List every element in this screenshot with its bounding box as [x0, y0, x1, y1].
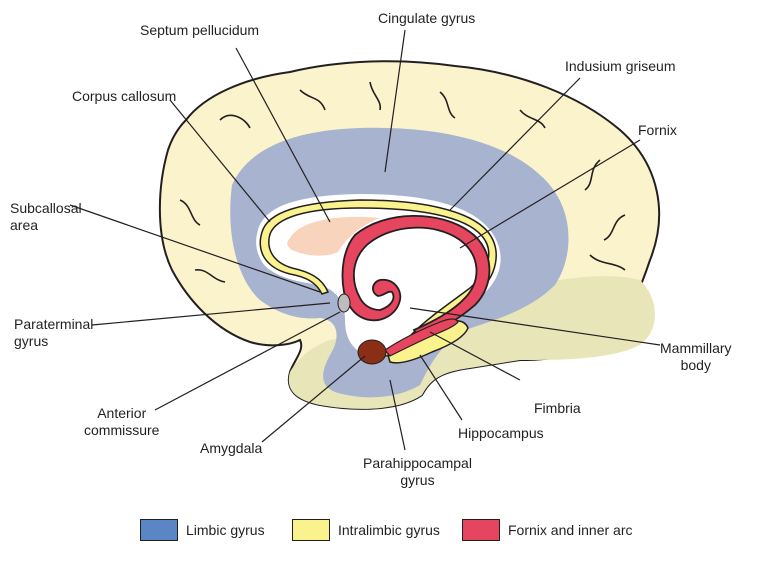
- legend-label-fornix: Fornix and inner arc: [508, 522, 633, 538]
- label-corpus-callosum: Corpus callosum: [72, 88, 177, 104]
- label-paraterminal-gyrus: Paraterminal gyrus: [14, 316, 93, 350]
- label-parahippocampal-line1: Parahippocampal: [363, 455, 472, 471]
- label-fornix: Fornix: [638, 122, 677, 138]
- label-mammillary-line1: Mammillary: [660, 340, 732, 356]
- septum-pellucidum: [287, 216, 380, 256]
- legend-swatch-intralimbic: [292, 519, 330, 541]
- label-parahippocampal-gyrus: Parahippocampal gyrus: [363, 455, 472, 489]
- label-hippocampus: Hippocampus: [458, 425, 544, 441]
- label-fimbria: Fimbria: [534, 400, 581, 416]
- legend-item-fornix-inner-arc: Fornix and inner arc: [462, 518, 633, 542]
- label-subcallosal-line2: area: [10, 217, 39, 233]
- amygdala: [357, 339, 387, 365]
- legend-item-intralimbic-gyrus: Intralimbic gyrus: [292, 518, 440, 542]
- legend-swatch-limbic: [140, 519, 178, 541]
- label-mammillary-line2: body: [680, 357, 711, 373]
- label-cingulate-gyrus: Cingulate gyrus: [378, 10, 476, 26]
- label-anterior-line2: commissure: [84, 422, 160, 438]
- label-paraterminal-line1: Paraterminal: [14, 316, 94, 332]
- label-subcallosal-line1: Subcallosal: [10, 200, 82, 216]
- anterior-commissure: [337, 293, 351, 313]
- fimbria: [384, 318, 459, 357]
- label-indusium-griseum: Indusium griseum: [565, 58, 676, 74]
- label-paraterminal-line2: gyrus: [14, 333, 49, 349]
- label-anterior-commissure: Anterior commissure: [84, 405, 159, 439]
- label-septum-pellucidum: Septum pellucidum: [140, 22, 260, 38]
- fornix-arc: [341, 214, 491, 340]
- label-mammillary-body: Mammillary body: [660, 340, 732, 374]
- label-subcallosal-area: Subcallosal area: [10, 200, 82, 234]
- label-amygdala: Amygdala: [200, 440, 263, 456]
- label-parahippocampal-line2: gyrus: [400, 472, 435, 488]
- legend-label-intralimbic: Intralimbic gyrus: [338, 522, 440, 538]
- legend-swatch-fornix: [462, 519, 500, 541]
- legend-label-limbic: Limbic gyrus: [186, 522, 265, 538]
- intralimbic-gyrus: [259, 199, 497, 357]
- legend-item-limbic-gyrus: Limbic gyrus: [140, 518, 265, 542]
- label-anterior-line1: Anterior: [97, 405, 147, 421]
- leader-lines: [69, 29, 661, 451]
